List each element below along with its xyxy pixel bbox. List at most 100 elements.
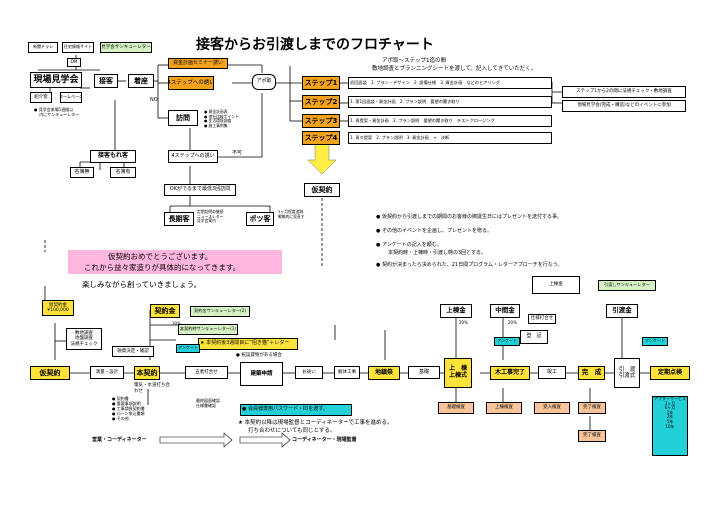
completion-box: 竣工	[538, 366, 566, 379]
framing-box: 上 棟上棟式	[444, 358, 472, 388]
provisional-contract-box: 仮契約	[304, 183, 340, 197]
open-house-box: 現場見学会	[30, 72, 82, 88]
midterm-payment-box: 中間金	[490, 304, 520, 318]
provisional-contract-main-box: 仮契約	[30, 366, 70, 380]
survey-3-box: アンケート	[642, 337, 668, 346]
three-visit-loop-box: OKがでるまで最低3回訪問	[164, 184, 236, 196]
step2-detail: 1. 第1回面談・資金計画 2. プラン説明 要望の聞き取り	[348, 96, 552, 108]
contract-documents-note: ● 契約書 ● 重要事項説明 ● 工事請負契約書 ● ローン申込書類 ● その他	[112, 396, 145, 421]
bullet-3-sub: 本契約時・上棟時・引渡し時の3回とする。	[388, 250, 487, 256]
page-title: 接客からお引渡しまでのフロチャート	[196, 37, 434, 53]
after-service-schedule: アフターサービス 3ヶ月 6ヶ月 1年 2年 5年 10年	[652, 396, 688, 456]
bullet-1-text: 仮契約から引渡しまでの期間のお客様の御誕生日にはプレゼントを送付する事。	[381, 214, 562, 220]
building-permit-box: 建築申請	[240, 362, 283, 386]
demolition-box: 解体工事	[334, 366, 360, 379]
bullet-2-text: その他のイベントを企画し、プレゼントを贈る。	[381, 228, 492, 234]
handover-payment-box: 引渡金	[606, 304, 638, 318]
step1-detail: 初回面談 1. プラン・デザイン 2. 設備仕様 3. 資金計画 などのヒアリン…	[348, 77, 552, 89]
intake-inspection-box: 受入検査	[534, 402, 570, 414]
handover-label: 引 渡	[618, 366, 636, 373]
with-list-box: 名簿有	[110, 167, 136, 178]
coordinator-label: 営業・コーディネーター	[92, 437, 147, 443]
step1-box: ステップ1	[302, 76, 340, 90]
spec-meeting-box: 仕様打合せ	[528, 314, 556, 324]
handover-thankyou-box: 引渡しサンキューレター	[598, 280, 656, 291]
survey-1-box: アンケート	[176, 344, 200, 353]
final-inspection-box: 完了検査	[578, 430, 606, 442]
referral-box: 紹介客	[30, 92, 52, 103]
banner-line-2: これから益々家造りが具体的になってきます。	[84, 263, 241, 272]
seated-box: 着座	[128, 74, 154, 88]
framing-percent: 20%	[459, 320, 468, 325]
appointment-box: アポ取	[252, 74, 276, 90]
main-contract-box: 本契約	[134, 366, 160, 380]
visit-notes: ● 資金計画表 ● 他社比較ポイント ● 生活環境調査 ● 施工事例集	[204, 109, 239, 129]
bullet-4: ● 契約が決まったら決められた、21日間プログラム・レターアプローチを行なう。	[376, 262, 563, 268]
gift-note-box: ★ 本契約後3週間目に”招き猫”＋レター	[198, 338, 298, 350]
framing-payment-2-box: 上棟金	[532, 276, 580, 294]
after-contract-note-1: ★ 本契約以降は現場監督とコーディネーターで工事を進める。	[238, 420, 393, 426]
congrats-banner	[68, 250, 282, 274]
foundation-box: 基礎	[408, 366, 440, 379]
contract-payment-box: 契約金	[150, 304, 180, 318]
survey-2-box: アンケート	[494, 337, 520, 346]
step-side-note-2: 現場見学会(完成・構造)などのイベントに参加	[562, 100, 686, 112]
five-party-meeting-box: 五者打合せ	[185, 366, 228, 379]
completion-inspection-box: 完了検査	[578, 402, 606, 414]
steps-header-2: 敷地調査とプランニングシートを渡して、記入してきていただく。	[372, 66, 537, 72]
framing-label: 上 棟	[448, 365, 467, 373]
final-drawing-note: 最終図面確認 仕様書確認	[196, 398, 220, 408]
utility-meeting-note: 電気・水道打ち合 わせ	[134, 383, 170, 394]
open-house-note: ● 見学会来場1週間以 内にサンキューレター	[34, 107, 80, 117]
step3-box: ステップ3	[302, 114, 340, 128]
site-survey-box: 敷地調査 地盤調査 法規チェック	[66, 328, 102, 350]
step4-detail: 1. 再々提案 2. プラン説明 3. 資金計画 → 決断	[348, 132, 552, 144]
registration-box: 登 記	[520, 330, 548, 344]
groundbreaking-box: 地鎮祭	[368, 366, 400, 380]
survey-design-box: 測量・設計	[90, 366, 124, 379]
banner-line-3: 楽しみながら創っていきましょう。	[82, 280, 202, 289]
step-side-note-1: ステップ1から2の間に法規チェック・敷地調査	[562, 86, 686, 98]
midterm-percent: 20%	[508, 320, 517, 325]
long-term-customer-box: 長期客	[164, 212, 194, 226]
missed-customer-box: 接客もれ客	[90, 150, 136, 163]
step4-box: ステップ4	[302, 131, 340, 145]
four-step-invite-box-2: 4ステップへの誘い	[168, 150, 218, 163]
deposit-box: 仮契約金 ¥100,000	[42, 300, 74, 316]
building-permit-label: 建築申請	[250, 370, 273, 377]
open-house-thankyou-box: 見学会サンキューレター	[100, 42, 152, 53]
bullet-3: ● アンケートの記入を頼む。	[376, 242, 442, 248]
banner-line-1: 仮契約おめでとうございます。	[108, 252, 213, 261]
bullet-4-text: 契約が決まったら決められた、21日間プログラム・レターアプローチを行なう。	[381, 262, 563, 268]
carpentry-complete-box: 木工事完了	[490, 366, 530, 380]
dropped-note: 3ヶ月程度追跡 戦略的に見直す	[278, 209, 305, 219]
foundation-inspection-box: 基礎検査	[438, 402, 474, 414]
step3-detail: 1. 再提案・資金計画 2. プラン説明 要望の聞き取り テストクロージング	[348, 115, 552, 127]
no-label: NO	[150, 97, 158, 103]
website-ad-box: 住宅情報サイト	[62, 42, 94, 53]
steps-header-1: アポ取～ステップ1迄の間	[382, 58, 447, 64]
reception-box: 接客	[94, 74, 118, 88]
main-contract-thankyou-box: 本契約時サンキューレター(1)	[178, 324, 238, 335]
long-term-note: 定期訪問の継続 ニュースレター 見学会案内	[197, 209, 224, 224]
after-contract-note-2: 打ち合わせについても同じとする。	[248, 428, 336, 434]
bullet-2: ● その他のイベントを企画し、プレゼントを贈る。	[376, 228, 492, 234]
handover-box: 引 渡引渡式	[614, 358, 640, 388]
survey-hold-note: ● 祝設貸物がある場合	[236, 353, 282, 358]
framing-payment-box: 上棟金	[440, 304, 472, 318]
dm-box: DM	[67, 58, 81, 67]
contract-thankyou-2-box: 契約金サンキューレター(2)	[190, 306, 250, 317]
purification-box: お祓い	[295, 366, 323, 379]
coordinator-site-supervisor-label: コーディネーター・現場監督	[292, 437, 357, 443]
periodic-inspection-box: 定期点検	[650, 366, 690, 380]
finance-seminar-box: 資金計画セミナー誘い	[168, 58, 228, 69]
step2-box: ステップ2	[302, 95, 340, 109]
homepage-box: ホームページ	[60, 92, 82, 103]
framing-inspection-box: 上棟検査	[486, 402, 522, 414]
no-list-box: 名簿無	[70, 167, 94, 178]
bullet-1: ● 仮契約から引渡しまでの期間のお客様の御誕生日にはプレゼントを送付する事。	[376, 214, 562, 220]
four-step-invite-box: 4ステップへの誘い	[168, 76, 214, 90]
finished-box: 完 成	[578, 366, 605, 380]
handover-ceremony-label: 引渡式	[618, 373, 636, 379]
